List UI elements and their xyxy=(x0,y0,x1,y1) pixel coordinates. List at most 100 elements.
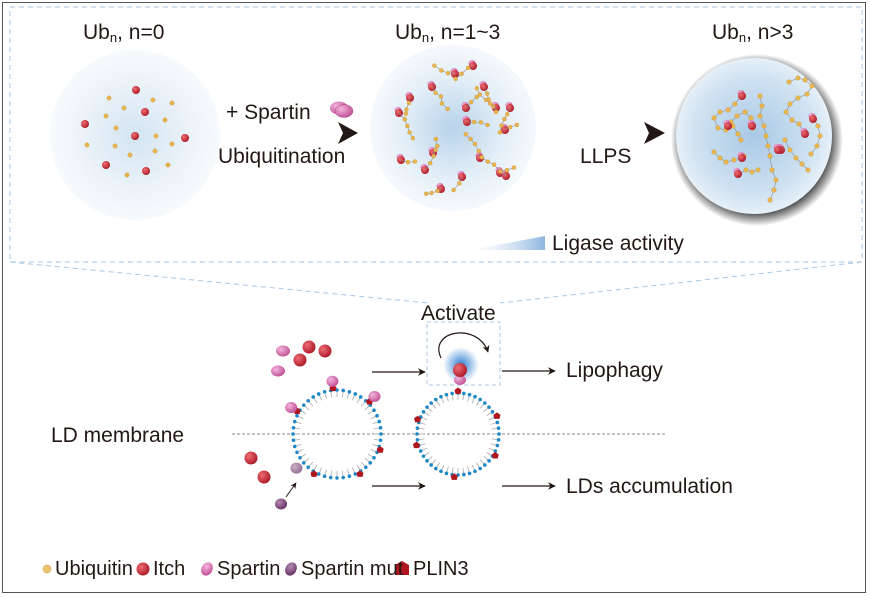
arrow2-head xyxy=(644,122,665,144)
ubiquitin xyxy=(732,101,738,107)
lipid-head xyxy=(358,395,363,399)
plin3 xyxy=(450,473,458,480)
ubiquitin xyxy=(403,111,409,116)
itch xyxy=(748,122,756,130)
itch xyxy=(132,86,140,94)
lipid-head xyxy=(497,432,501,436)
spartin xyxy=(326,375,339,387)
ubiquitin xyxy=(761,123,767,129)
ubiquitin xyxy=(498,169,503,174)
ubiquitin xyxy=(757,113,763,119)
ubiquitin xyxy=(715,125,721,131)
ubiquitin xyxy=(402,117,407,122)
ubiquitin xyxy=(112,143,118,149)
ubiquitin xyxy=(804,91,810,97)
legend-spartin-mut: Spartin mut xyxy=(301,558,404,580)
itch-legend-icon xyxy=(136,562,150,576)
lipid-head xyxy=(301,461,306,465)
ubiquitin xyxy=(445,106,450,112)
lipid-head xyxy=(434,397,438,402)
zoom-guide-left xyxy=(9,261,429,304)
stage2-molecules xyxy=(394,60,520,196)
itch xyxy=(81,120,89,128)
lipid-head xyxy=(429,463,433,467)
ubiquitin xyxy=(499,123,504,128)
lipid-head xyxy=(353,392,358,396)
ubiquitin xyxy=(805,167,811,173)
ubiquitin xyxy=(406,100,412,106)
ubiquitin xyxy=(493,109,499,115)
legend-ubiquitin: Ubiquitin xyxy=(55,558,133,580)
ubiquitin xyxy=(485,122,490,128)
ubiquitin xyxy=(465,65,471,71)
plin3 xyxy=(310,470,318,477)
ubiquitin xyxy=(795,95,801,101)
ubiquitin xyxy=(153,133,159,139)
lipid-head xyxy=(347,389,352,394)
ubiquitin xyxy=(407,130,412,135)
lipid-head xyxy=(487,459,491,463)
ligase-activity-label: Ligase activity xyxy=(552,232,684,255)
ubiquitin xyxy=(472,141,478,147)
ubiquitin xyxy=(735,131,741,137)
lipid-head xyxy=(316,472,321,476)
plin3 xyxy=(356,470,364,477)
ubiquitin xyxy=(410,136,416,141)
lipid-head xyxy=(295,450,299,455)
lipid-head xyxy=(467,392,472,397)
ubiquitin xyxy=(433,147,438,153)
lipid-head xyxy=(439,469,443,474)
lipid-head xyxy=(291,425,296,430)
ubiquitin xyxy=(749,169,755,175)
lipophagy-label: Lipophagy xyxy=(566,359,663,382)
ubiquitin xyxy=(162,117,168,123)
lipid-head xyxy=(341,388,346,393)
ubiquitin xyxy=(459,71,464,76)
lipid-head xyxy=(375,413,379,418)
lipid-head xyxy=(483,463,487,467)
lipid-head xyxy=(421,454,426,458)
lipid-head xyxy=(306,398,310,403)
ubiquitin xyxy=(433,90,438,96)
ubiquitin xyxy=(468,136,473,142)
lipid-head xyxy=(473,469,477,474)
lipid-head xyxy=(425,459,429,463)
ubiquitin xyxy=(782,137,788,143)
zoom-guide-right xyxy=(499,261,863,304)
ubiquitin xyxy=(405,159,411,165)
itch xyxy=(141,108,149,116)
spartin-legend-icon xyxy=(201,562,213,576)
ubiquitin xyxy=(507,124,513,130)
ubiquitin xyxy=(435,143,440,149)
ubiquitin xyxy=(817,133,823,139)
ubiquitin xyxy=(769,167,775,173)
lipid-head xyxy=(379,432,383,436)
ubiquitin xyxy=(789,117,795,123)
itch xyxy=(142,167,150,175)
lipid-head xyxy=(462,472,466,477)
itch xyxy=(724,122,732,130)
ubiquitin xyxy=(786,79,792,85)
ubiquitin xyxy=(445,70,451,76)
plin3 xyxy=(491,452,499,459)
lipid-head xyxy=(418,449,423,453)
ld-membrane-label: LD membrane xyxy=(51,424,185,447)
lipid-head xyxy=(364,465,368,470)
itch xyxy=(809,115,817,123)
lipid-head xyxy=(495,443,500,448)
ubiquitin xyxy=(717,155,723,161)
ubiquitin xyxy=(755,167,761,173)
ubiquitin xyxy=(783,109,789,115)
lipid-droplet-left xyxy=(285,375,384,480)
lipid-head xyxy=(328,475,333,480)
ubiquitin xyxy=(497,130,503,135)
lipid-head xyxy=(493,449,498,453)
itch xyxy=(738,92,746,100)
lipid-head xyxy=(421,410,426,414)
lipid-head xyxy=(292,444,297,449)
ubiquitin xyxy=(439,68,444,73)
ubiquitin xyxy=(731,157,737,163)
ubiquitin xyxy=(468,99,474,105)
stage1-molecules xyxy=(81,86,189,178)
